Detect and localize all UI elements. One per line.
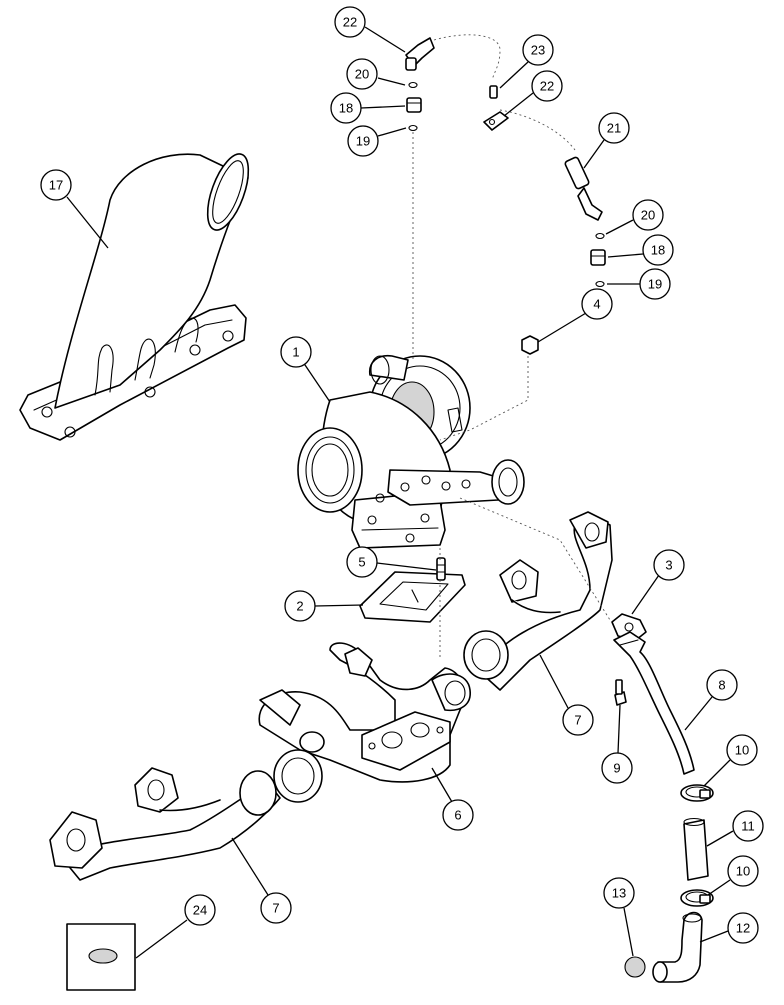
- svg-text:12: 12: [736, 921, 750, 936]
- drain-tube-elbow-part: [652, 911, 703, 983]
- line-fitting-part: [489, 85, 498, 99]
- exhaust-manifold-center-part: [258, 642, 471, 803]
- svg-text:5: 5: [358, 555, 365, 570]
- callout-23: 23: [522, 34, 554, 66]
- svg-text:3: 3: [665, 558, 672, 573]
- svg-text:4: 4: [593, 297, 600, 312]
- callout-24: 24: [184, 894, 216, 926]
- stud-part: [436, 557, 446, 581]
- svg-text:24: 24: [193, 903, 207, 918]
- turbocharger-part: [297, 354, 525, 549]
- callout-1: 1: [280, 336, 312, 368]
- line-clamp-part: [483, 111, 509, 131]
- callout-21-right: 21: [598, 112, 630, 144]
- nut-part: [521, 335, 539, 355]
- callout-11: 11: [732, 810, 764, 842]
- callout-21-upper: 22: [334, 6, 366, 38]
- callout-22: 22: [531, 70, 563, 102]
- svg-text:19: 19: [648, 277, 662, 292]
- adapter-fitting-right-part: [590, 249, 606, 266]
- svg-text:17: 17: [49, 178, 63, 193]
- exhaust-manifold-front-part: [49, 767, 281, 881]
- callout-7-right: 7: [562, 704, 594, 736]
- oil-line-lower-part: [564, 156, 603, 221]
- svg-text:23: 23: [531, 43, 545, 58]
- turbo-gasket-part: [359, 571, 466, 623]
- o-ring-upper-part: [408, 81, 418, 89]
- svg-text:6: 6: [454, 808, 461, 823]
- callout-18-right: 18: [642, 234, 674, 266]
- callout-7-lower: 7: [260, 892, 292, 924]
- bolt-part: [614, 679, 627, 706]
- callout-5: 5: [346, 546, 378, 578]
- callout-12: 12: [727, 912, 759, 944]
- svg-text:21: 21: [607, 121, 621, 136]
- callout-10-lower: 10: [727, 855, 759, 887]
- callout-20-upper: 20: [346, 58, 378, 90]
- callout-19-right: 19: [639, 268, 671, 300]
- hose-clamp-lower-part: [680, 889, 714, 907]
- svg-text:18: 18: [339, 101, 353, 116]
- svg-text:22: 22: [540, 79, 554, 94]
- svg-text:22: 22: [343, 15, 357, 30]
- drain-gasket-part: [611, 613, 647, 641]
- callout-3: 3: [653, 549, 685, 581]
- callout-17: 17: [40, 169, 72, 201]
- svg-text:20: 20: [355, 67, 369, 82]
- callout-20-right: 20: [632, 199, 664, 231]
- svg-text:11: 11: [741, 819, 755, 834]
- svg-text:20: 20: [641, 208, 655, 223]
- callout-10-upper: 10: [726, 734, 758, 766]
- seal-kit-box-part: [66, 923, 136, 991]
- svg-text:13: 13: [612, 886, 626, 901]
- drain-hose-part: [683, 817, 709, 881]
- callout-13: 13: [603, 877, 635, 909]
- svg-text:7: 7: [574, 713, 581, 728]
- plug-part: [624, 956, 646, 978]
- callout-18-upper: 18: [330, 92, 362, 124]
- callout-8: 8: [706, 669, 738, 701]
- svg-text:2: 2: [296, 599, 303, 614]
- callout-4: 4: [581, 288, 613, 320]
- adapter-fitting-upper-part: [406, 97, 422, 113]
- callout-2: 2: [284, 590, 316, 622]
- hose-clamp-upper-part: [680, 784, 714, 802]
- svg-text:19: 19: [356, 134, 370, 149]
- callout-9: 9: [601, 752, 633, 784]
- svg-text:8: 8: [718, 678, 725, 693]
- callout-layer: 22 20 18 19 23 22: [40, 6, 764, 959]
- oil-line-upper-part: [405, 34, 501, 81]
- svg-text:10: 10: [736, 864, 750, 879]
- callout-19-upper: 19: [347, 125, 379, 157]
- intake-elbow-part: [19, 153, 250, 441]
- callout-6: 6: [442, 799, 474, 831]
- svg-text:10: 10: [735, 743, 749, 758]
- svg-text:9: 9: [613, 761, 620, 776]
- o-ring-lower-right-part: [595, 280, 605, 288]
- o-ring-lower-upper-part: [408, 124, 418, 132]
- o-ring-right-part: [595, 232, 605, 240]
- svg-text:7: 7: [272, 901, 279, 916]
- exhaust-manifold-rear-part: [463, 511, 613, 691]
- oil-drain-tube-part: [613, 631, 695, 775]
- svg-text:18: 18: [651, 243, 665, 258]
- svg-text:1: 1: [292, 345, 299, 360]
